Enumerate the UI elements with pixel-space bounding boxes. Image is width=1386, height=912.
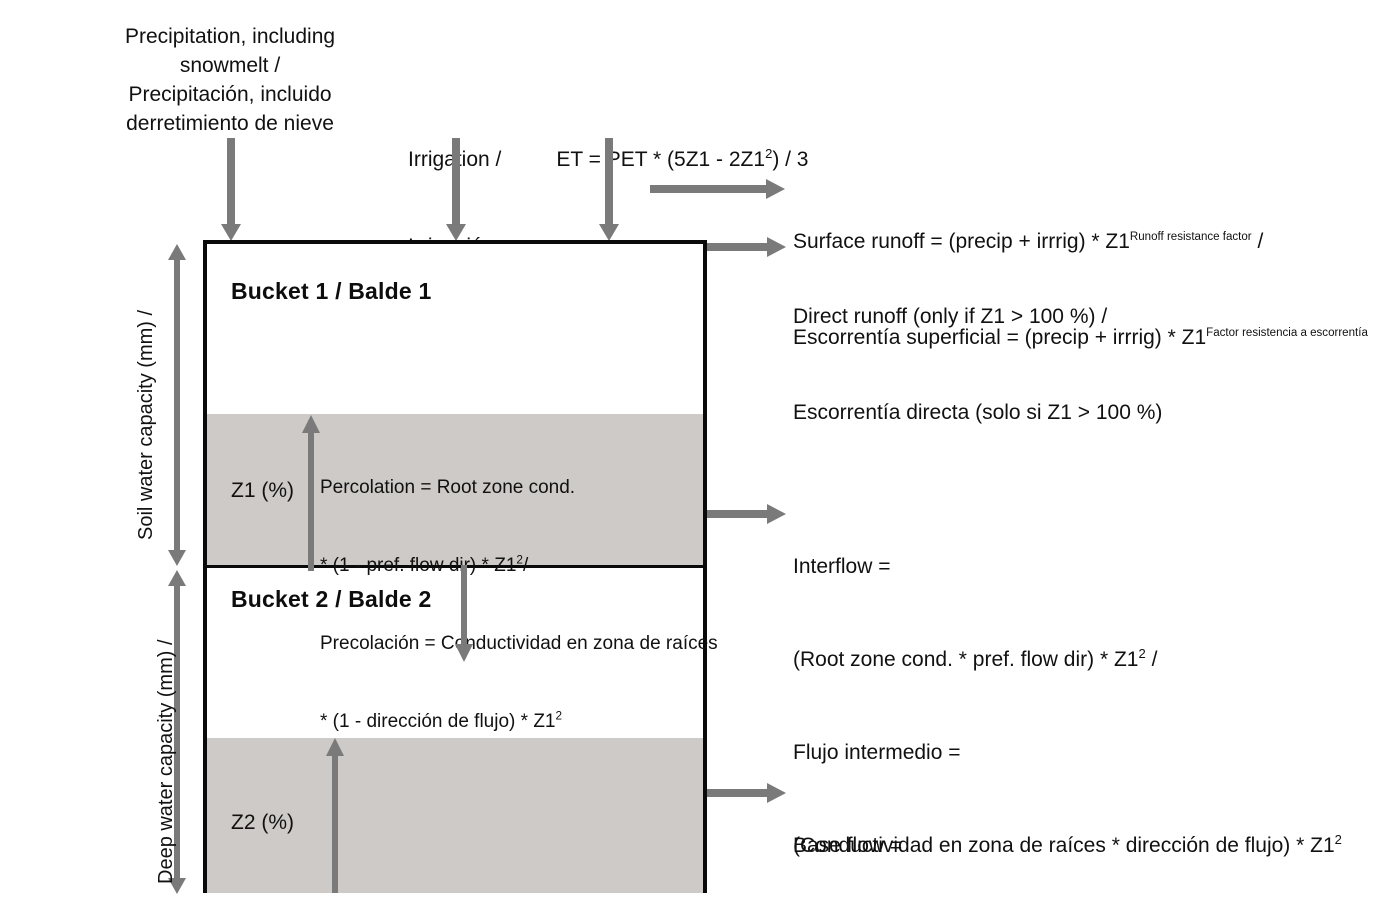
interflow-line2-b: / — [1145, 648, 1158, 671]
percolation-line2-b: / — [522, 555, 529, 576]
irrigation-arrow — [446, 138, 466, 241]
precipitation-line4: derretimiento de nieve — [126, 112, 334, 135]
precipitation-line1: Precipitation, including — [124, 25, 336, 48]
et-suffix: ) / 3 — [772, 148, 809, 171]
percolation-line2: * (1 - pref. flow dir) * Z12/ — [320, 553, 718, 579]
surface-runoff-en-prefix: Surface runoff = (precip + irrrig) * Z1 — [793, 230, 1130, 253]
interflow-line2-a: (Root zone cond. * pref. flow dir) * Z1 — [793, 648, 1139, 671]
percolation-line4: * (1 - dirección de flujo) * Z12 — [320, 709, 718, 735]
surface-runoff-text: Surface runoff = (precip + irrrig) * Z1R… — [793, 162, 1368, 418]
direct-runoff-arrow — [705, 237, 786, 257]
et-equation: ET = PET * (5Z1 - 2Z12) / 3 — [533, 116, 809, 203]
z2-band — [207, 738, 703, 893]
interflow-line4: (Conductividad en zona de raíces * direc… — [793, 830, 1342, 861]
interflow-line4-exp: 2 — [1334, 832, 1342, 847]
interflow-line4-a: (Conductividad en zona de raíces * direc… — [793, 834, 1335, 857]
base-flow-arrow — [707, 783, 786, 803]
percolation-line2-a: * (1 - pref. flow dir) * Z1 — [320, 555, 517, 576]
direct-runoff-text: Direct runoff (only if Z1 > 100 %) / Esc… — [793, 237, 1162, 493]
bucket-divider — [207, 565, 703, 568]
surface-runoff-es-exponent: Factor resistencia a escorrentía — [1206, 327, 1368, 339]
deep-water-capacity-arrow — [168, 570, 186, 894]
z2-zone-label: Z2 (%) — [231, 811, 294, 834]
precipitation-label: Precipitation, including snowmelt / Prec… — [116, 22, 344, 138]
surface-runoff-arrow — [650, 179, 785, 199]
interflow-arrow — [707, 504, 786, 524]
z1-uptake-arrow — [302, 415, 320, 571]
surface-runoff-en: Surface runoff = (precip + irrrig) * Z1R… — [793, 226, 1368, 258]
precipitation-line3: Precipitación, incluido — [128, 83, 332, 106]
irrigation-line1: Irrigation / — [408, 148, 502, 171]
interflow-line1: Interflow = — [793, 555, 891, 578]
soil-water-capacity-arrow — [168, 244, 186, 566]
percolation-line1: Percolation = Root zone cond. — [320, 477, 576, 498]
interflow-line3: Flujo intermedio = — [793, 741, 961, 764]
surface-runoff-en-suffix: / — [1251, 230, 1264, 253]
et-arrow — [599, 138, 619, 241]
bucket-model-box: Bucket 1 / Balde 1 Z1 (%) Bucket 2 / Bal… — [203, 240, 718, 893]
base-flow-text: Base flow = Deep conductivity * Z22 / Fl… — [793, 768, 1147, 912]
percolation-line3: Precolación = Conductividad en zona de r… — [320, 633, 718, 654]
percolation-line2-exp: 2 — [516, 553, 523, 567]
interflow-line2: (Root zone cond. * pref. flow dir) * Z12… — [793, 644, 1342, 675]
surface-runoff-es-prefix: Escorrentía superficial = (precip + irrr… — [793, 326, 1207, 349]
base-flow-line1: Base flow = — [793, 834, 903, 857]
interflow-line2-exp: 2 — [1138, 646, 1146, 661]
z1-zone-label: Z1 (%) — [231, 479, 294, 502]
interflow-text: Interflow = (Root zone cond. * pref. flo… — [793, 489, 1342, 912]
z1-band — [207, 414, 703, 565]
direct-runoff-line1: Direct runoff (only if Z1 > 100 %) / — [793, 305, 1108, 328]
deep-water-line1: Deep water capacity (mm) / — [155, 639, 177, 884]
percolation-equation: Percolation = Root zone cond. * (1 - pre… — [320, 423, 718, 787]
precipitation-line2: snowmelt / — [179, 54, 281, 77]
percolation-line4-exp: 2 — [555, 709, 563, 723]
soil-water-line1: Soil water capacity (mm) / — [135, 309, 157, 540]
bucket2-label: Bucket 2 / Balde 2 — [231, 586, 432, 612]
et-prefix: ET = PET * (5Z1 - 2Z1 — [556, 148, 766, 171]
z2-uptake-arrow — [326, 738, 344, 893]
et-exponent: 2 — [765, 146, 773, 161]
precipitation-arrow — [221, 138, 241, 241]
surface-runoff-en-exponent: Runoff resistance factor — [1129, 231, 1252, 243]
surface-runoff-es: Escorrentía superficial = (precip + irrr… — [793, 322, 1368, 354]
percolation-down-arrow — [455, 565, 473, 662]
percolation-line4-a: * (1 - dirección de flujo) * Z1 — [320, 711, 556, 732]
direct-runoff-line2: Escorrentía directa (solo si Z1 > 100 %) — [793, 401, 1163, 424]
bucket1-label: Bucket 1 / Balde 1 — [231, 278, 432, 304]
